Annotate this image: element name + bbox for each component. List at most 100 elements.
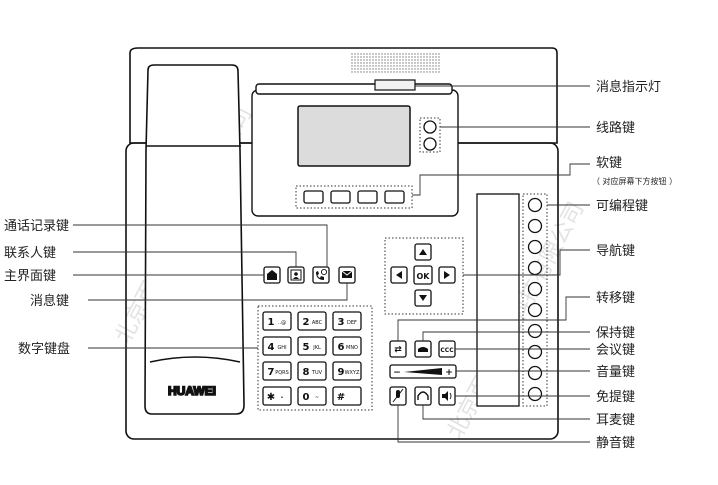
call-log-key[interactable] (312, 266, 330, 284)
soft-key-1[interactable] (303, 190, 324, 204)
speaker-icon (442, 391, 448, 401)
keypad-letters: DEF (347, 320, 357, 326)
arrow-up-icon (419, 249, 427, 255)
programmable-key-1[interactable] (527, 197, 543, 213)
keypad-letters: ~ (315, 395, 319, 401)
nav-up-button[interactable] (414, 243, 432, 261)
programmable-label-panel (476, 193, 520, 407)
contacts-key[interactable] (287, 266, 305, 284)
programmable-key-2[interactable] (527, 218, 543, 234)
keypad-digit: 5 (303, 342, 310, 353)
label-home-key: 主界面键 (4, 269, 56, 284)
keypad-letters: GHI (277, 345, 286, 351)
programmable-key-10[interactable] (527, 386, 543, 402)
label-conference-key: 会议键 (596, 343, 635, 358)
home-icon (267, 270, 277, 280)
nav-ok-button[interactable]: OK (413, 265, 433, 285)
programmable-key-8[interactable] (527, 344, 543, 360)
label-mute-key: 静音键 (596, 435, 635, 451)
headset-icon (417, 391, 429, 400)
label-transfer-key: 转移键 (596, 291, 635, 306)
line-key-2[interactable] (423, 137, 437, 151)
nav-right-button[interactable] (438, 266, 456, 284)
keypad-digit: ✱ (267, 392, 275, 403)
label-line-key: 线路键 (596, 120, 635, 136)
volume-plus[interactable]: + (445, 368, 453, 378)
soft-key-3[interactable] (357, 190, 378, 204)
volume-bar[interactable]: − + (389, 364, 457, 379)
keypad-key[interactable]: 1..@ (262, 311, 292, 331)
label-call-log-key: 通话记录键 (4, 219, 69, 234)
programmable-key-5[interactable] (527, 281, 543, 297)
programmable-key-9[interactable] (527, 365, 543, 381)
keypad-digit: 8 (303, 367, 310, 378)
label-handsfree-key: 免提键 (596, 389, 635, 405)
keypad-letters: ..@ (278, 320, 286, 326)
line-key-1[interactable] (423, 120, 437, 134)
keypad-digit: 1 (268, 317, 275, 328)
keypad-digit: 6 (338, 342, 345, 353)
programmable-key-6[interactable] (527, 302, 543, 318)
hold-icon (418, 347, 428, 352)
lcd-screen (297, 105, 411, 167)
soft-key-2[interactable] (330, 190, 351, 204)
label-message-indicator: 消息指示灯 (596, 79, 661, 95)
volume-ramp-icon (404, 368, 442, 375)
call-log-icon (316, 271, 324, 280)
hold-button[interactable] (414, 340, 432, 358)
label-headset-key: 耳麦键 (596, 413, 635, 428)
conference-icon: CCC (440, 347, 454, 354)
keypad-key[interactable]: ✱• (262, 386, 292, 406)
keypad-letters: ABC (312, 320, 323, 326)
speaker-grille (351, 53, 440, 73)
handsfree-button[interactable] (438, 386, 456, 406)
keypad-digit: 0 (303, 392, 310, 403)
keypad-letters: JKL (312, 345, 321, 351)
conference-button[interactable]: CCC (438, 340, 456, 358)
nav-down-button[interactable] (414, 289, 432, 307)
keypad-letters: MNO (346, 345, 358, 351)
mute-button[interactable] (389, 386, 407, 406)
message-key[interactable] (338, 266, 356, 284)
home-key[interactable] (263, 266, 281, 284)
programmable-key-3[interactable] (527, 239, 543, 255)
keypad-digit: 2 (303, 317, 310, 328)
headset-button[interactable] (414, 386, 432, 406)
keypad-digit: # (337, 392, 345, 403)
keypad-letters: WXYZ (345, 370, 360, 376)
handset: HUAWEI (144, 64, 245, 415)
label-message-key: 消息键 (30, 293, 69, 309)
contacts-icon (290, 269, 302, 281)
leader-lines (73, 85, 590, 443)
keypad-digit: 4 (268, 342, 275, 353)
ok-label: OK (417, 272, 431, 281)
label-hold-key: 保持键 (596, 326, 635, 341)
keypad-key[interactable]: # (332, 386, 362, 406)
arrow-down-icon (419, 295, 427, 301)
label-soft-key-note: （ 对应屏幕下方按钮 ） (592, 176, 677, 186)
label-navigation-key: 导航键 (596, 243, 635, 259)
brand-logo: HUAWEI (168, 384, 216, 398)
transfer-button[interactable]: ⇄ (389, 340, 407, 358)
arrow-right-icon (444, 271, 450, 279)
keypad-letters: TUV (311, 370, 323, 376)
keypad-digit: 7 (268, 367, 275, 378)
soft-key-4[interactable] (384, 190, 405, 204)
label-volume-key: 音量键 (596, 364, 635, 380)
volume-minus[interactable]: − (393, 368, 401, 378)
keypad-key[interactable]: 0~ (297, 386, 327, 406)
programmable-key-7[interactable] (527, 323, 543, 339)
programmable-key-4[interactable] (527, 260, 543, 276)
nav-left-button[interactable] (390, 266, 408, 284)
keypad-digit: 3 (338, 317, 345, 328)
